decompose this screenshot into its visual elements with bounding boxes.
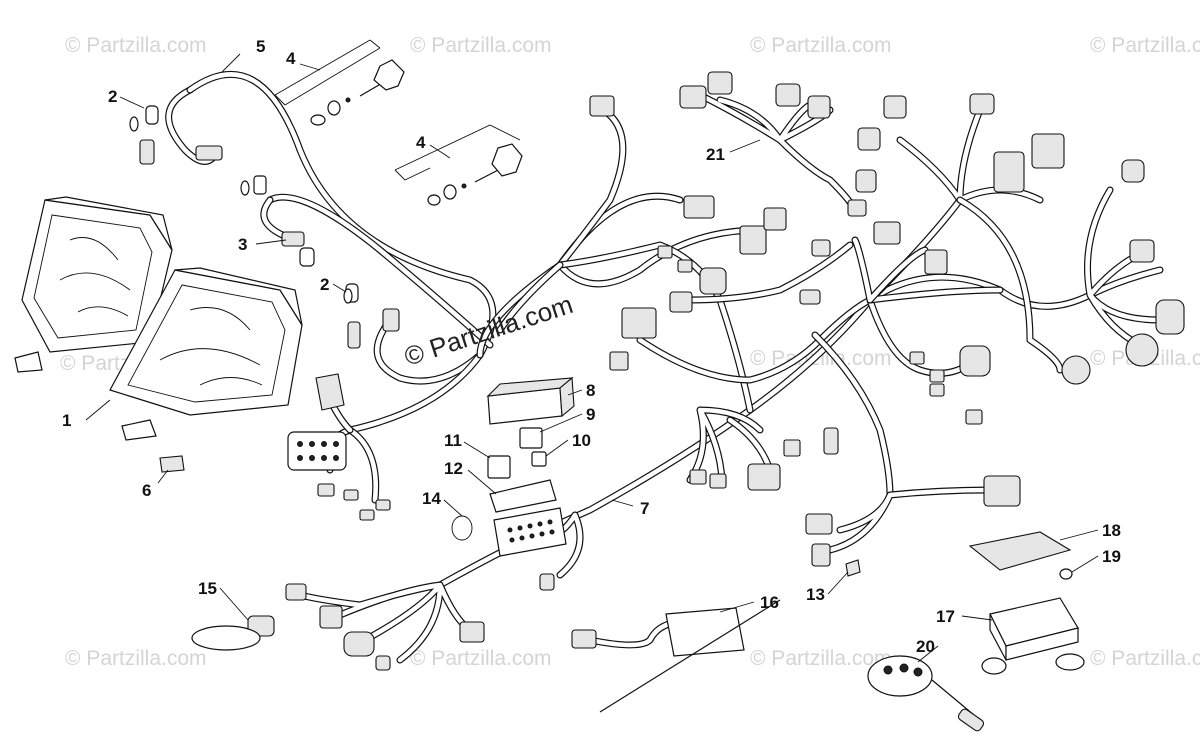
callout-label: 1	[62, 411, 71, 430]
fuse-grid	[507, 519, 555, 543]
callout-label: 11	[444, 431, 462, 450]
headlight-right	[109, 267, 303, 441]
callout-label: 3	[238, 235, 247, 254]
watermark-text: © Partzilla.com	[750, 647, 892, 670]
callout-label: 5	[256, 37, 265, 56]
bulb-socket-parts	[129, 105, 359, 304]
callout-label: 4	[416, 133, 426, 152]
callout-label: 21	[706, 145, 725, 164]
callout-label: 4	[286, 49, 296, 68]
callout-label: 19	[1102, 547, 1121, 566]
watermark-text: © Partzilla.com	[410, 647, 552, 670]
callout-label: 6	[142, 481, 151, 500]
callout-label: 20	[916, 637, 935, 656]
callout-label: 13	[806, 585, 825, 604]
watermark-text: © Partzilla.com	[65, 647, 207, 670]
headlight-connectors	[139, 139, 400, 521]
callout-labels: 1 2 2 3 4 4 5 6 7 8 9 10 11 12 13 14 15 …	[62, 37, 1121, 656]
callout-label: 15	[198, 579, 217, 598]
tether-switch-part	[191, 615, 275, 651]
headlight-left	[14, 196, 173, 373]
callout-label: 14	[422, 489, 441, 508]
callout-label: 17	[936, 607, 955, 626]
callout-label: 9	[586, 405, 595, 424]
callout-label: 12	[444, 459, 463, 478]
callout-label: 10	[572, 431, 591, 450]
watermark-text: © Partzilla.com	[410, 34, 552, 57]
key-fob-part	[867, 655, 985, 732]
fuse-relay-block	[451, 376, 575, 557]
headlight-adjuster-upper	[274, 39, 405, 126]
harness-connectors	[285, 95, 1021, 671]
watermark-text: © Partzilla.com	[750, 34, 892, 57]
callout-leaders	[85, 53, 1099, 663]
upper-right-connectors	[679, 71, 1185, 385]
callout-label: 2	[320, 275, 329, 294]
callout-label: 7	[640, 499, 649, 518]
watermark-text: © Partzilla.com	[1090, 647, 1200, 670]
sensor-module-part	[571, 599, 781, 713]
callout-label: 8	[586, 381, 595, 400]
control-unit-part	[968, 531, 1085, 675]
watermark-text: © Partzilla.com	[65, 34, 207, 57]
callout-label: 2	[108, 87, 117, 106]
wire-clip-part	[845, 559, 861, 577]
main-wiring-harness	[296, 104, 1164, 664]
callout-label: 16	[760, 593, 779, 612]
watermark-text: © Partzilla.com	[1090, 34, 1200, 57]
pad-part	[159, 455, 185, 473]
headlight-adjuster-lower	[394, 124, 523, 206]
callout-label: 18	[1102, 521, 1121, 540]
